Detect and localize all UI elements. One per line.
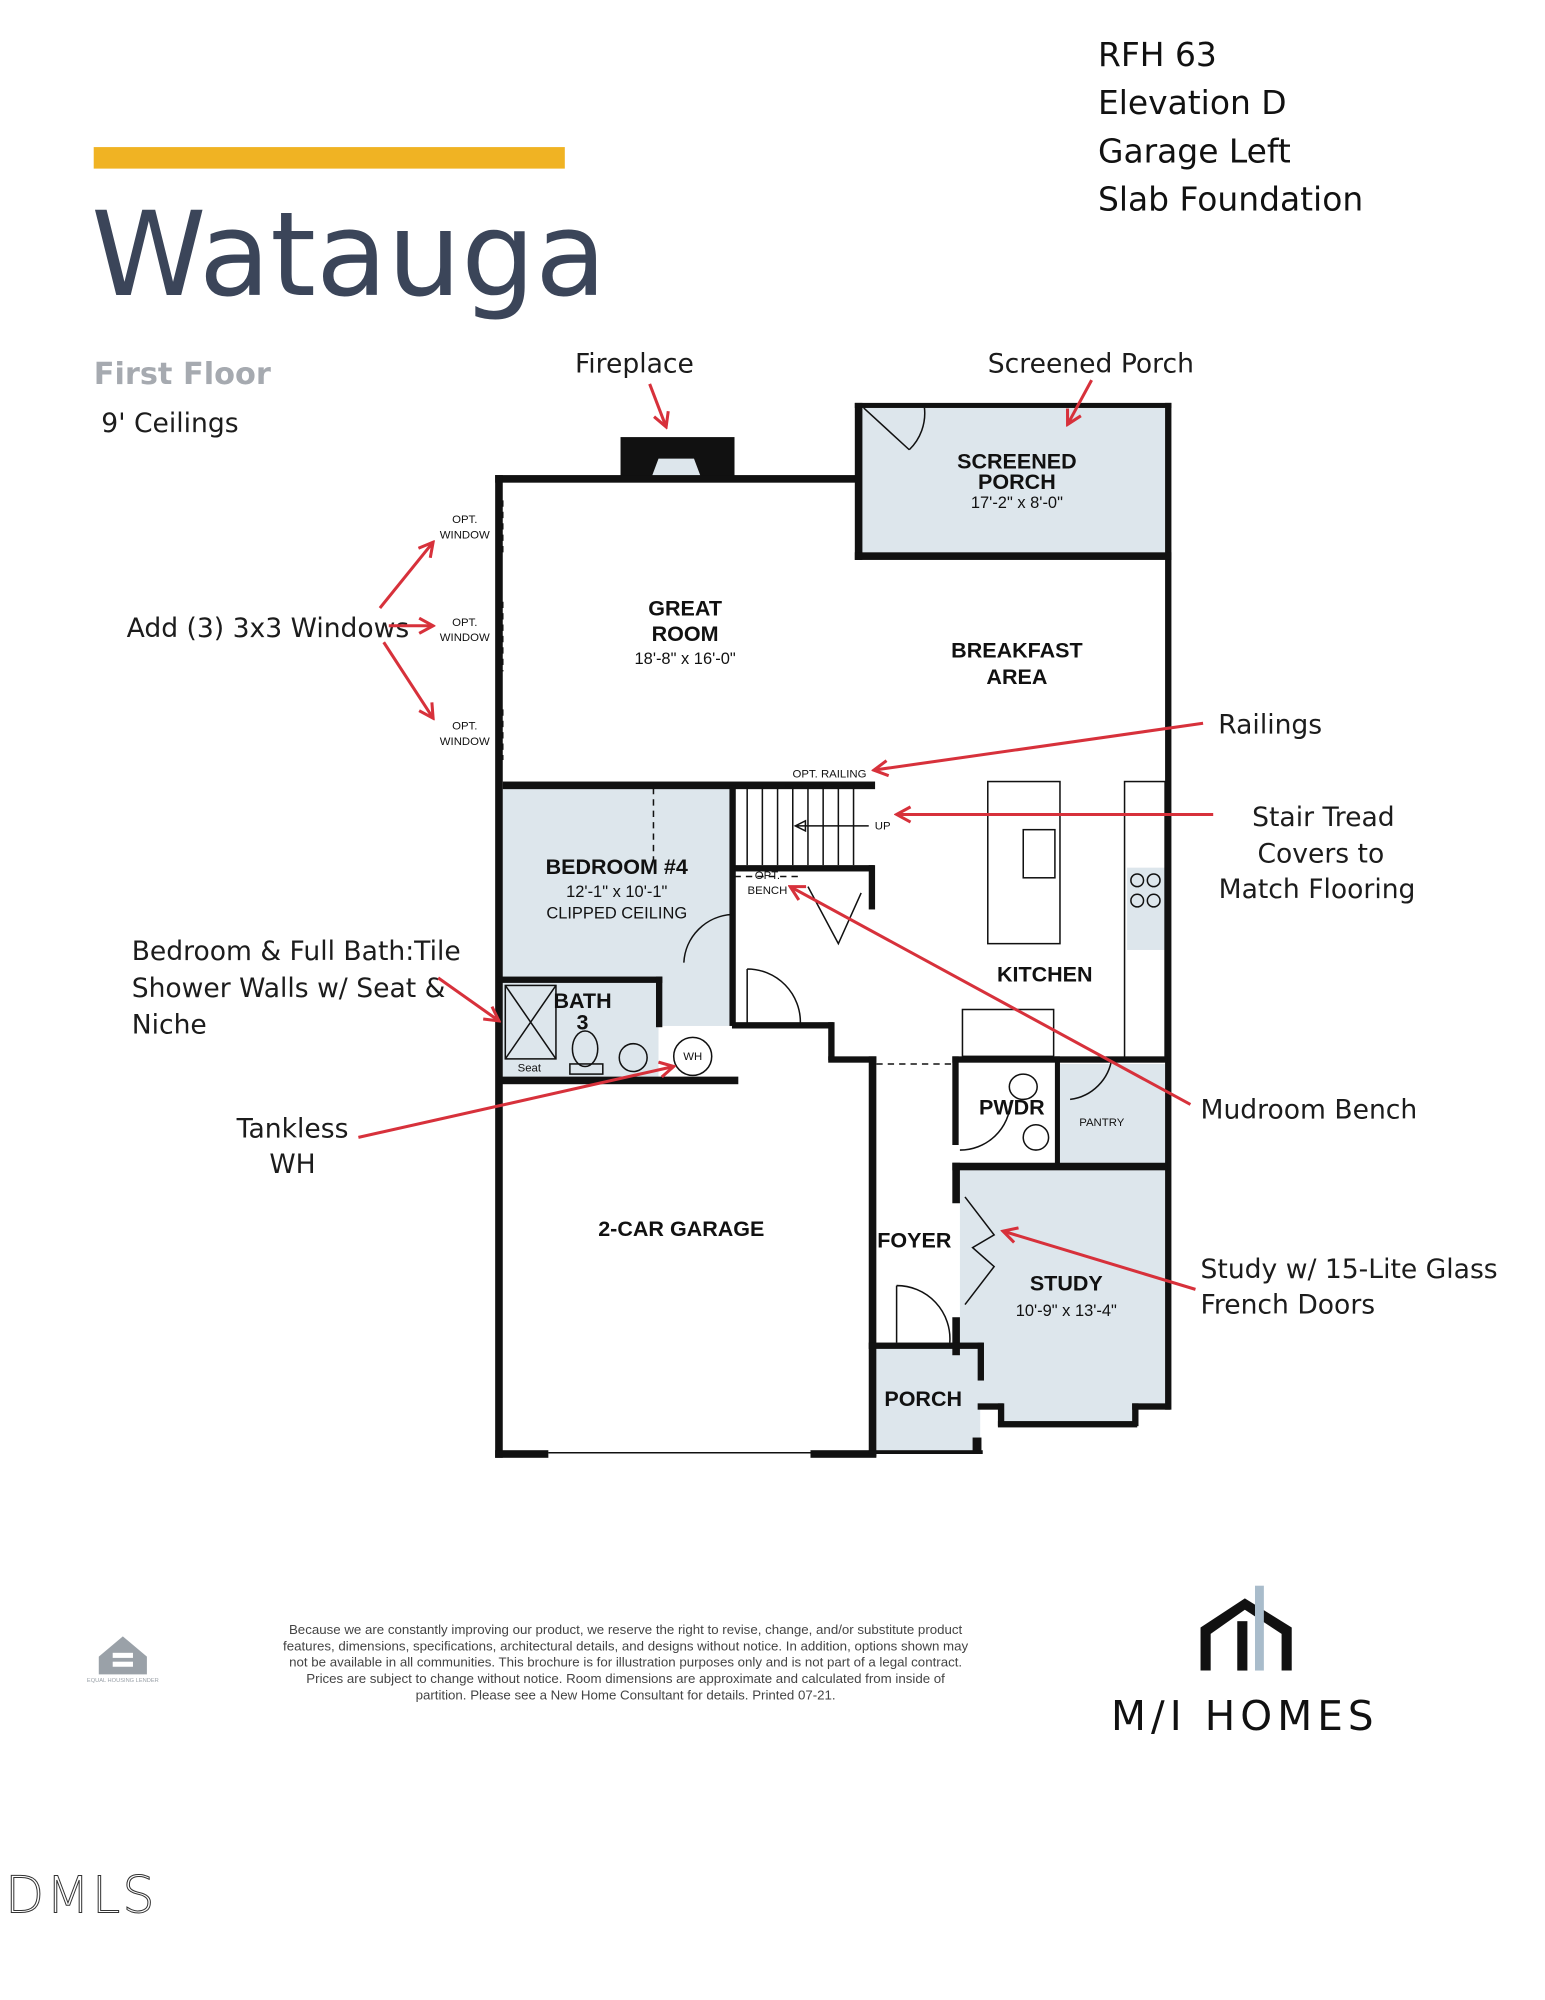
water-heater-label: WH bbox=[683, 1051, 702, 1063]
disclaimer-line: Because we are constantly improving our … bbox=[289, 1622, 963, 1637]
disclaimer-line: partition. Please see a New Home Consult… bbox=[416, 1688, 836, 1703]
plan-info: RFH 63 Elevation D Garage Left Slab Foun… bbox=[1098, 35, 1363, 218]
bath3-label: BATH bbox=[553, 989, 611, 1013]
screened-porch-dim: 17'-2" x 8'-0" bbox=[971, 494, 1063, 512]
great-room-label-2: ROOM bbox=[652, 622, 719, 646]
equal-housing-logo: EQUAL HOUSING LENDER bbox=[87, 1636, 159, 1684]
callout-stair-3: Match Flooring bbox=[1219, 874, 1416, 905]
accent-bar bbox=[93, 147, 565, 169]
opt-window-label: OPT. bbox=[452, 721, 477, 733]
callout-stair: Stair Tread bbox=[1252, 802, 1395, 833]
opt-window-label: OPT. bbox=[452, 514, 477, 526]
opt-railing-label: OPT. RAILING bbox=[793, 769, 867, 781]
opt-window-label: WINDOW bbox=[440, 529, 490, 541]
plan-labels: OPT. WINDOW OPT. WINDOW OPT. WINDOW OPT.… bbox=[440, 514, 891, 1074]
room-fills bbox=[502, 407, 1167, 1455]
callout-study-2: French Doors bbox=[1201, 1289, 1376, 1320]
callout-screened-porch: Screened Porch bbox=[988, 349, 1194, 380]
callout-bath-2: Shower Walls w/ Seat & bbox=[132, 973, 446, 1004]
great-room-dim: 18'-8" x 16'-0" bbox=[635, 650, 736, 668]
watermark: DMLS bbox=[5, 1865, 154, 1924]
opt-bench-label: OPT. bbox=[755, 870, 780, 882]
fixtures bbox=[504, 407, 1166, 1343]
screened-porch-label: SCREENED bbox=[957, 450, 1077, 474]
plan-elevation: Elevation D bbox=[1098, 83, 1287, 122]
breakfast-label-2: AREA bbox=[986, 665, 1047, 689]
stairs-up-label: UP bbox=[875, 821, 891, 833]
opt-window-label: OPT. bbox=[452, 617, 477, 629]
foyer-label: FOYER bbox=[877, 1229, 952, 1253]
callout-wh-2: WH bbox=[269, 1149, 315, 1180]
plan-code: RFH 63 bbox=[1098, 35, 1217, 74]
opt-window-label: WINDOW bbox=[440, 632, 490, 644]
equal-housing-text: EQUAL HOUSING LENDER bbox=[87, 1678, 159, 1684]
mi-homes-logo: M/I HOMES bbox=[1111, 1585, 1379, 1740]
page-title: Watauga bbox=[91, 188, 606, 323]
room-labels: SCREENED PORCH 17'-2" x 8'-0" GREAT ROOM… bbox=[546, 450, 1125, 1411]
callout-railings: Railings bbox=[1218, 709, 1322, 740]
bath3-label-2: 3 bbox=[577, 1011, 589, 1035]
great-room-label: GREAT bbox=[648, 597, 722, 621]
disclaimer-line: not be available in all communities. Thi… bbox=[289, 1655, 962, 1670]
disclaimer: Because we are constantly improving our … bbox=[283, 1622, 968, 1703]
callout-stair-2: Covers to bbox=[1257, 839, 1384, 870]
callout-wh: Tankless bbox=[236, 1113, 349, 1144]
plan-garage: Garage Left bbox=[1098, 131, 1291, 170]
porch-label: PORCH bbox=[884, 1387, 962, 1411]
disclaimer-line: Prices are subject to change without not… bbox=[306, 1671, 945, 1686]
garage-label: 2-CAR GARAGE bbox=[598, 1217, 764, 1241]
callout-fireplace: Fireplace bbox=[575, 349, 694, 380]
bedroom4-dim: 12'-1" x 10'-1" bbox=[566, 883, 667, 901]
ceilings-label: 9' Ceilings bbox=[101, 408, 238, 439]
bedroom4-label: BEDROOM #4 bbox=[546, 855, 688, 879]
callout-study: Study w/ 15-Lite Glass bbox=[1201, 1254, 1498, 1285]
callout-bath: Bedroom & Full Bath:Tile bbox=[132, 936, 461, 967]
bedroom4-note: CLIPPED CEILING bbox=[546, 904, 687, 922]
disclaimer-line: features, dimensions, specifications, ar… bbox=[283, 1638, 968, 1653]
pwdr-label: PWDR bbox=[979, 1096, 1045, 1120]
study-label: STUDY bbox=[1030, 1272, 1103, 1296]
screened-porch-label-2: PORCH bbox=[978, 470, 1056, 494]
breakfast-label: BREAKFAST bbox=[951, 638, 1083, 662]
walls bbox=[495, 402, 1172, 1458]
pantry-label: PANTRY bbox=[1079, 1117, 1125, 1129]
plan-foundation: Slab Foundation bbox=[1098, 179, 1363, 218]
callout-mudroom: Mudroom Bench bbox=[1201, 1094, 1418, 1125]
seat-label: Seat bbox=[518, 1063, 542, 1075]
opt-window-label: WINDOW bbox=[440, 736, 490, 748]
opt-bench-label: BENCH bbox=[748, 885, 788, 897]
callout-windows: Add (3) 3x3 Windows bbox=[127, 613, 410, 644]
callout-bath-3: Niche bbox=[132, 1010, 207, 1041]
kitchen-label: KITCHEN bbox=[997, 963, 1093, 987]
brand-name: M/I HOMES bbox=[1111, 1692, 1379, 1740]
floor-label: First Floor bbox=[94, 357, 271, 392]
study-dim: 10'-9" x 13'-4" bbox=[1016, 1302, 1117, 1320]
callouts: Fireplace Screened Porch Add (3) 3x3 Win… bbox=[127, 349, 1498, 1321]
